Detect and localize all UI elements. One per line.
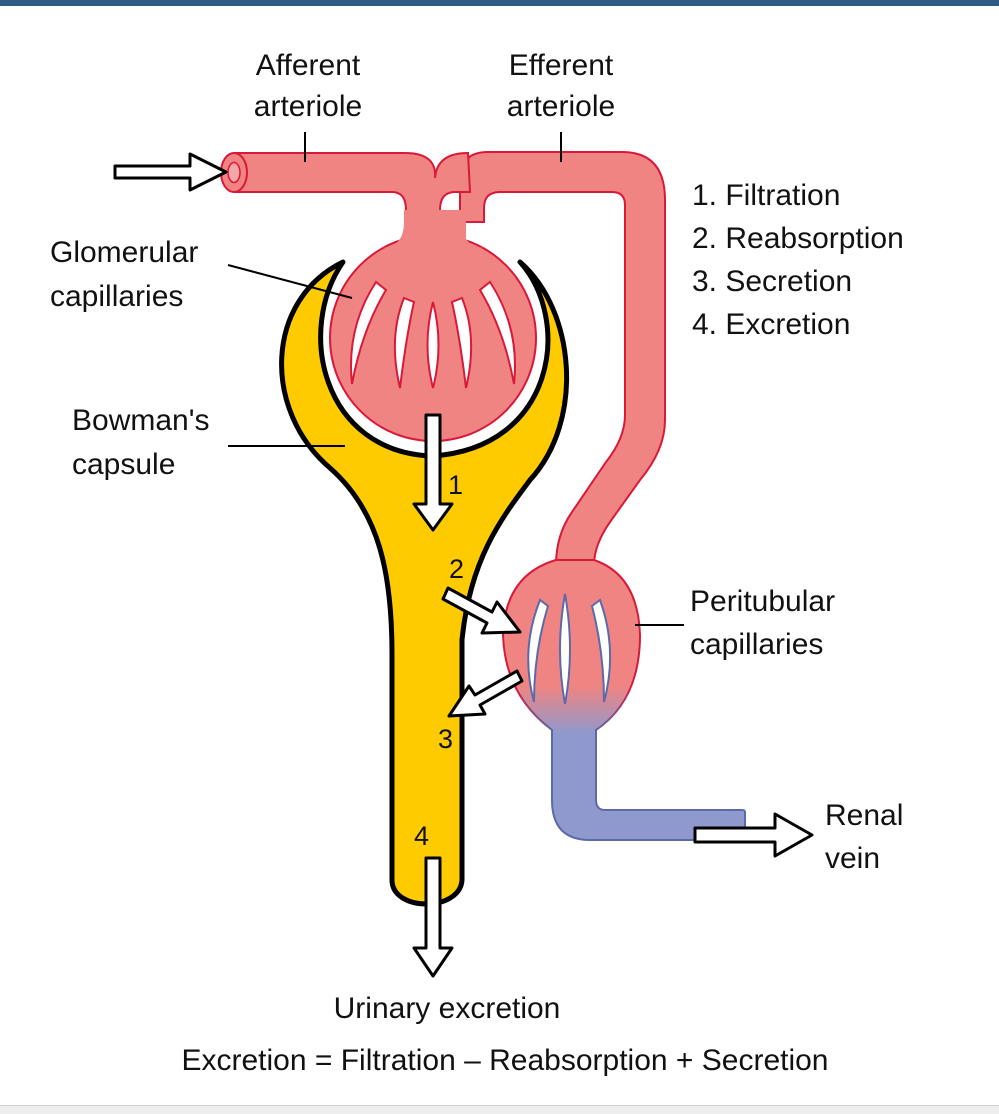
afferent-label-line1: Afferent [256, 49, 361, 82]
peritubular-label-line2: capillaries [690, 628, 823, 661]
equation-label: Excretion = Filtration – Reabsorption + … [181, 1044, 828, 1077]
afferent-arteriole [233, 151, 472, 223]
process-item-1: 1. Filtration [692, 179, 840, 212]
marker-2: 2 [449, 554, 464, 584]
urinary-excretion-label: Urinary excretion [334, 992, 561, 1025]
marker-3: 3 [438, 724, 453, 754]
glomerulus-neck [380, 222, 486, 248]
excretion-arrow [412, 856, 454, 978]
marker-4: 4 [414, 821, 429, 851]
top-bar [0, 0, 999, 6]
reabsorption-arrow [441, 586, 522, 635]
glomerular-loops [350, 280, 516, 389]
glomerular-label-line1: Glomerular [50, 236, 198, 269]
bowmans-label-line1: Bowman's [72, 404, 209, 437]
renal-vein-arrow [693, 812, 814, 858]
marker-1: 1 [448, 470, 463, 500]
peritubular-label-line1: Peritubular [690, 585, 835, 618]
afferent-lumen-inner [227, 161, 241, 184]
afferent-label-line2: arteriole [254, 90, 362, 123]
secretion-arrow [447, 669, 524, 718]
bottom-bar [0, 1105, 999, 1114]
arrows [113, 152, 814, 978]
filtration-arrow [412, 413, 454, 532]
peritubular-loops [527, 593, 612, 705]
bowmans-label-line2: capsule [72, 448, 175, 481]
leader-lines [227, 132, 684, 626]
process-item-2: 2. Reabsorption [692, 222, 904, 255]
process-item-3: 3. Secretion [692, 265, 852, 298]
process-item-4: 4. Excretion [692, 308, 850, 341]
inflow-arrow [113, 152, 228, 192]
renal-vein-label-line1: Renal [825, 799, 903, 832]
renal-vein-label-line2: vein [825, 842, 880, 875]
efferent-label-line2: arteriole [507, 90, 615, 123]
efferent-label-line1: Efferent [509, 49, 614, 82]
glomerular-label-line2: capillaries [50, 280, 183, 313]
